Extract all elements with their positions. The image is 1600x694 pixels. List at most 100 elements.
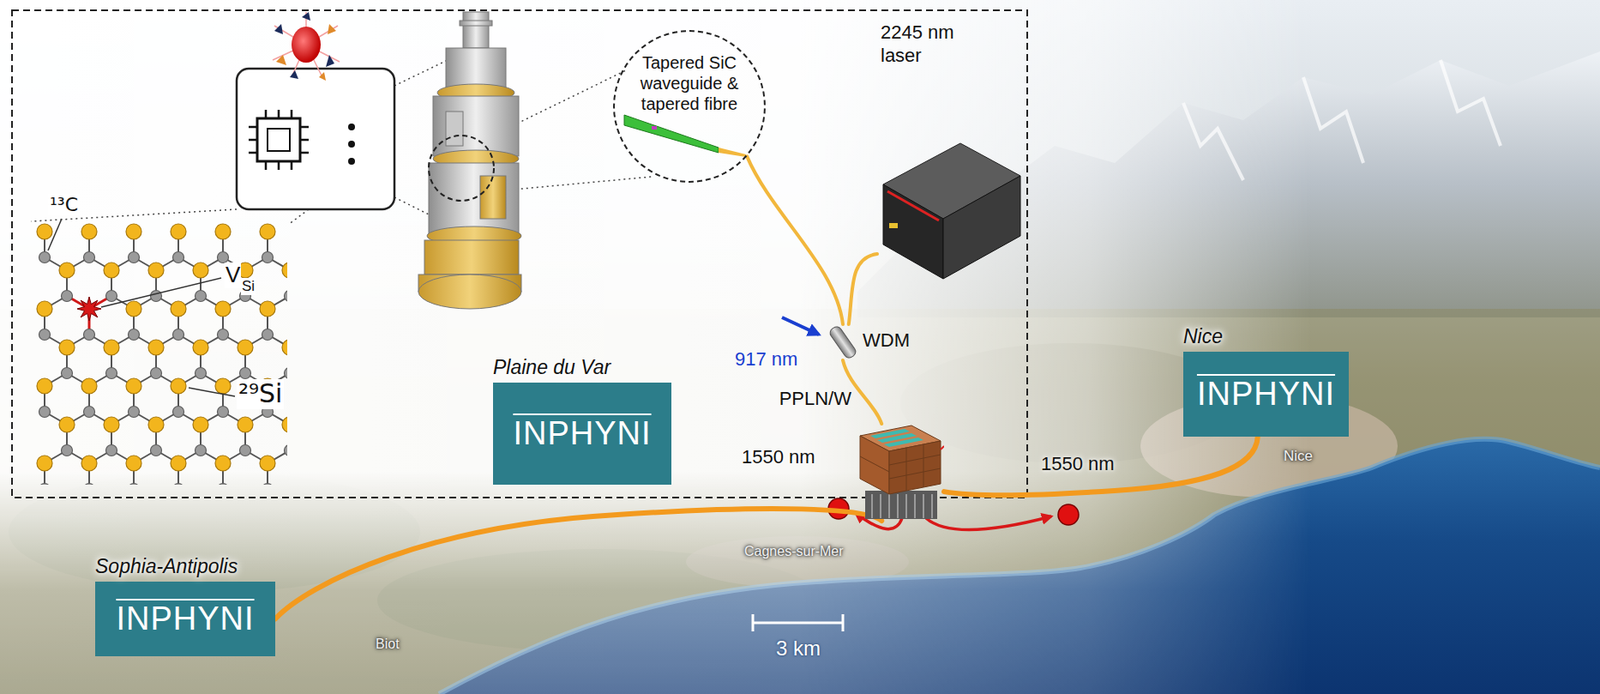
silicon-atom xyxy=(215,300,231,317)
carbon-atom xyxy=(150,445,163,457)
lab-logo: INPHYNI xyxy=(1196,375,1336,413)
silicon-atom xyxy=(148,416,164,433)
laser-illustration xyxy=(943,175,1021,279)
silicon-atom xyxy=(103,262,120,278)
pump-arrow xyxy=(781,317,819,335)
map-place-name: Biot xyxy=(375,636,400,652)
silicon-atom xyxy=(36,378,53,394)
carbon-atom xyxy=(128,483,140,486)
carbon-atom xyxy=(262,329,274,341)
laser-label: 2245 nm laser xyxy=(880,20,975,67)
carbon-atom xyxy=(284,367,289,379)
ppln-chip-illustration xyxy=(860,444,941,491)
silicon-atom xyxy=(148,339,164,355)
zoom-dotted-line xyxy=(394,60,448,86)
sic-waveguide xyxy=(624,114,719,153)
qubit-chip-inset xyxy=(236,68,395,210)
silicon-atom xyxy=(259,223,276,240)
spin-defect-icon xyxy=(318,72,326,81)
site-name: Nice xyxy=(1183,324,1223,349)
ppln-chip-illustration xyxy=(865,490,938,519)
sic-waveguide xyxy=(718,147,746,157)
cryostat-illustration xyxy=(463,12,489,49)
carbon-atom xyxy=(195,367,207,379)
carbon-atom xyxy=(61,367,73,379)
fibre-coupling-circle: Tapered SiC waveguide & tapered fibre xyxy=(613,30,766,183)
silicon-atom xyxy=(237,416,253,433)
wavelength-label: 1550 nm xyxy=(1040,452,1115,476)
carbon-atom xyxy=(173,406,185,418)
lab-box: Plaine du VarINPHYNI xyxy=(493,382,672,485)
cryostat-illustration xyxy=(424,240,519,275)
fibre-link xyxy=(944,436,1258,495)
silicon-atom xyxy=(282,262,288,278)
silicon-atom xyxy=(170,223,187,240)
silicon-atom xyxy=(81,378,97,394)
fibre-link xyxy=(275,508,882,620)
silicon-atom xyxy=(259,300,276,317)
silicon-atom xyxy=(59,262,75,278)
silicon-atom xyxy=(81,455,97,471)
lab-logo: INPHYNI xyxy=(115,600,254,638)
leader-line xyxy=(188,387,235,397)
circle-text: Tapered SiC waveguide & tapered fibre xyxy=(614,52,764,115)
spin-defect-icon xyxy=(276,54,287,66)
carbon-atom xyxy=(262,483,274,486)
silicon-atom xyxy=(126,223,142,240)
carbon-atom xyxy=(128,252,140,264)
silicon-atom xyxy=(103,416,120,433)
laser-illustration xyxy=(889,222,898,229)
silicon-atom xyxy=(170,300,187,317)
scale-label: 3 km xyxy=(775,636,821,661)
silicon-atom xyxy=(126,378,142,394)
sic-waveguide xyxy=(651,126,657,130)
cryostat-illustration xyxy=(459,20,493,26)
isotope-label: ¹³C xyxy=(48,193,80,216)
wavelength-label: 1550 nm xyxy=(741,445,816,469)
silicon-atom xyxy=(59,416,75,433)
site-name: Sophia-Antipolis xyxy=(95,554,238,578)
carbon-atom xyxy=(150,367,163,379)
site-name: Plaine du Var xyxy=(493,355,611,379)
silicon-vacancy xyxy=(77,296,102,321)
carbon-atom xyxy=(84,252,96,264)
cryostat-illustration xyxy=(418,274,522,309)
carbon-atom xyxy=(61,445,73,457)
carbon-atom xyxy=(128,406,140,418)
carbon-atom xyxy=(173,329,185,341)
silicon-atom xyxy=(215,223,231,240)
silicon-atom xyxy=(126,300,142,317)
sic-waveguide xyxy=(624,114,746,157)
laser-illustration xyxy=(883,184,944,279)
map-place-name: Nice xyxy=(1283,447,1313,465)
carbon-atom xyxy=(217,483,229,486)
silicon-atom xyxy=(215,378,231,394)
carbon-atom xyxy=(195,445,207,457)
lab-box: Sophia-AntipolisINPHYNI xyxy=(95,581,276,656)
carbon-atom xyxy=(173,483,185,486)
silicon-atom xyxy=(215,455,231,471)
silicon-atom xyxy=(81,223,97,240)
ppln-chip-illustration xyxy=(889,440,941,494)
wdm-illustration xyxy=(828,324,858,361)
carbon-atom xyxy=(128,329,140,341)
laser-illustration xyxy=(887,191,939,221)
leader-line xyxy=(101,277,222,307)
spin-defect-icon xyxy=(291,26,321,63)
spin-defect-icon xyxy=(272,12,340,81)
silicon-atom xyxy=(170,455,187,471)
carbon-atom xyxy=(39,329,51,341)
silicon-atom xyxy=(103,339,120,355)
carbon-atom xyxy=(173,252,185,264)
silicon-atom xyxy=(192,416,209,433)
sic-lattice xyxy=(36,223,288,485)
silicon-atom xyxy=(282,339,288,355)
lab-box: NiceINPHYNI xyxy=(1183,351,1349,437)
wavelength-label: 917 nm xyxy=(734,348,798,370)
carbon-atom xyxy=(39,483,51,486)
silicon-atom xyxy=(59,339,75,355)
cryostat-illustration xyxy=(433,96,519,157)
